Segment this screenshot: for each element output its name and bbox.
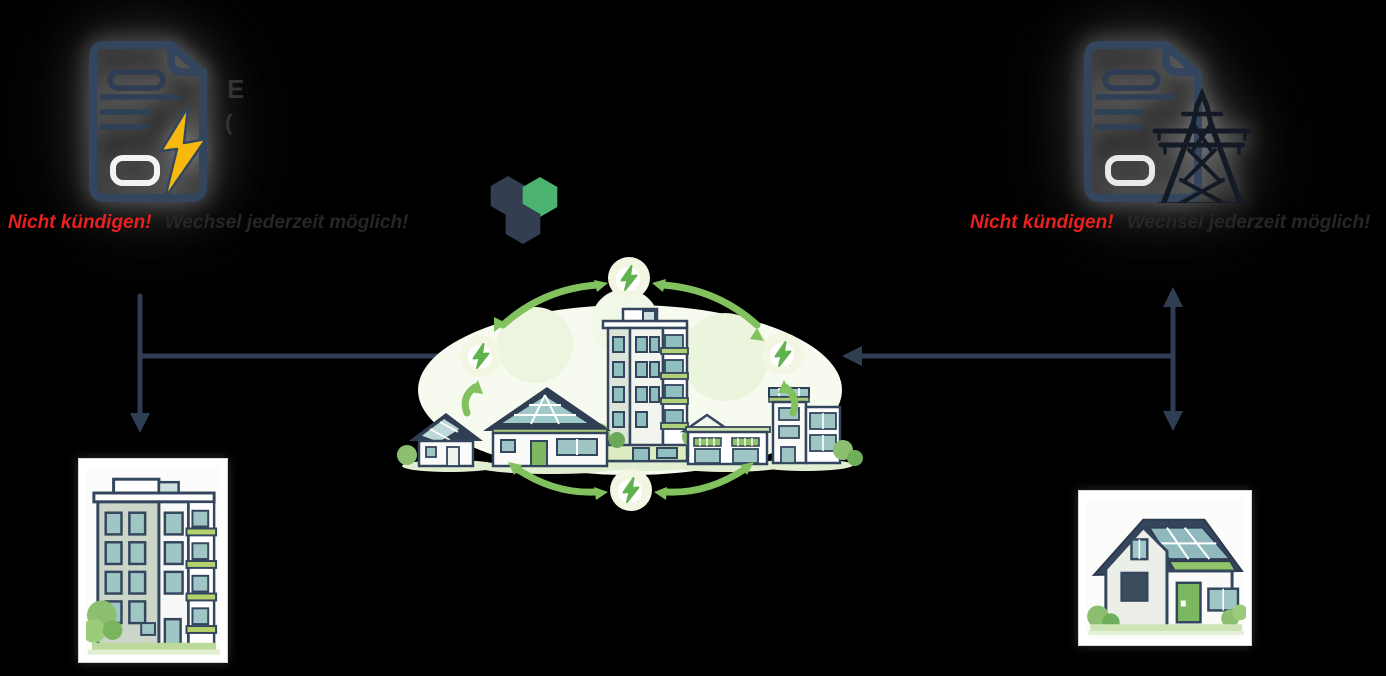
arrowhead-up-icon	[1163, 287, 1183, 307]
warning-text: Nicht kündigen!	[8, 212, 152, 233]
green-arrowhead-icon	[594, 280, 608, 292]
arrowhead-down-icon	[1163, 411, 1183, 431]
energy-flow-arrows	[461, 281, 799, 496]
energy-sharing-neighborhood	[397, 257, 863, 511]
energy-badge	[608, 257, 650, 299]
lightning-bolt-icon	[774, 341, 792, 367]
energy-badge	[610, 469, 652, 511]
solar-house-medium	[483, 387, 611, 468]
left-contract-icon-group	[85, 28, 220, 203]
lightning-bolt-icon	[159, 105, 208, 200]
right-contract-icon-group	[1075, 28, 1265, 203]
solar-house-small	[409, 413, 483, 468]
contract-document-lightning-icon	[89, 41, 208, 202]
signature-box	[110, 155, 160, 186]
left-contract-caption: Nicht kündigen! Wechsel jederzeit möglic…	[8, 212, 408, 234]
hexagon-dark	[490, 176, 526, 216]
apartment-tower	[601, 307, 689, 463]
warning-text: Nicht kündigen!	[970, 212, 1114, 233]
document-outline	[1084, 41, 1202, 202]
energy-badges	[460, 257, 804, 511]
office-building	[768, 386, 842, 465]
solar-house-illustration	[1087, 518, 1246, 636]
document-header-pill	[1102, 69, 1161, 91]
document-outline	[89, 41, 207, 202]
power-pylon-icon	[1152, 87, 1252, 203]
right-contract-caption: Nicht kündigen! Wechsel jederzeit möglic…	[970, 212, 1370, 234]
lightning-bolt-icon	[620, 265, 638, 291]
arrowhead-down-icon	[130, 413, 150, 433]
lightning-bolt-icon	[622, 477, 640, 503]
energy-badge	[460, 335, 502, 377]
hexagon-dark	[505, 204, 541, 244]
document-header-pill	[107, 69, 166, 91]
shop-building	[680, 413, 771, 466]
three-hexagon-logo	[490, 176, 558, 244]
signature-box	[1105, 155, 1155, 186]
energy-badge	[762, 333, 804, 375]
left-contract-heading-fragment: E	[227, 74, 245, 104]
note-text: Wechsel jederzeit möglich!	[1126, 212, 1371, 233]
apartment-building-card	[78, 458, 228, 663]
apartment-building-illustration	[86, 477, 221, 655]
green-arrowhead-icon	[740, 462, 754, 475]
green-arrowhead-icon	[494, 317, 506, 332]
green-arrowhead-icon	[594, 487, 608, 500]
green-arrowhead-icon	[750, 328, 764, 341]
green-arrowhead-icon	[778, 380, 791, 393]
green-arrowhead-icon	[652, 279, 666, 292]
hexagon-green	[522, 177, 558, 217]
contract-document-power-pylon-icon	[1084, 41, 1252, 203]
document-fold-corner	[1162, 41, 1202, 78]
arrowhead-left-icon	[842, 346, 862, 366]
solar-house-card	[1078, 490, 1252, 646]
lightning-bolt-icon	[472, 343, 490, 369]
green-arrowhead-icon	[508, 462, 522, 475]
document-fold-corner	[167, 41, 207, 78]
left-contract-heading-fragment: (	[225, 110, 233, 135]
green-arrowhead-icon	[470, 380, 483, 394]
green-arrowhead-icon	[654, 487, 667, 500]
note-text: Wechsel jederzeit möglich!	[164, 212, 409, 233]
